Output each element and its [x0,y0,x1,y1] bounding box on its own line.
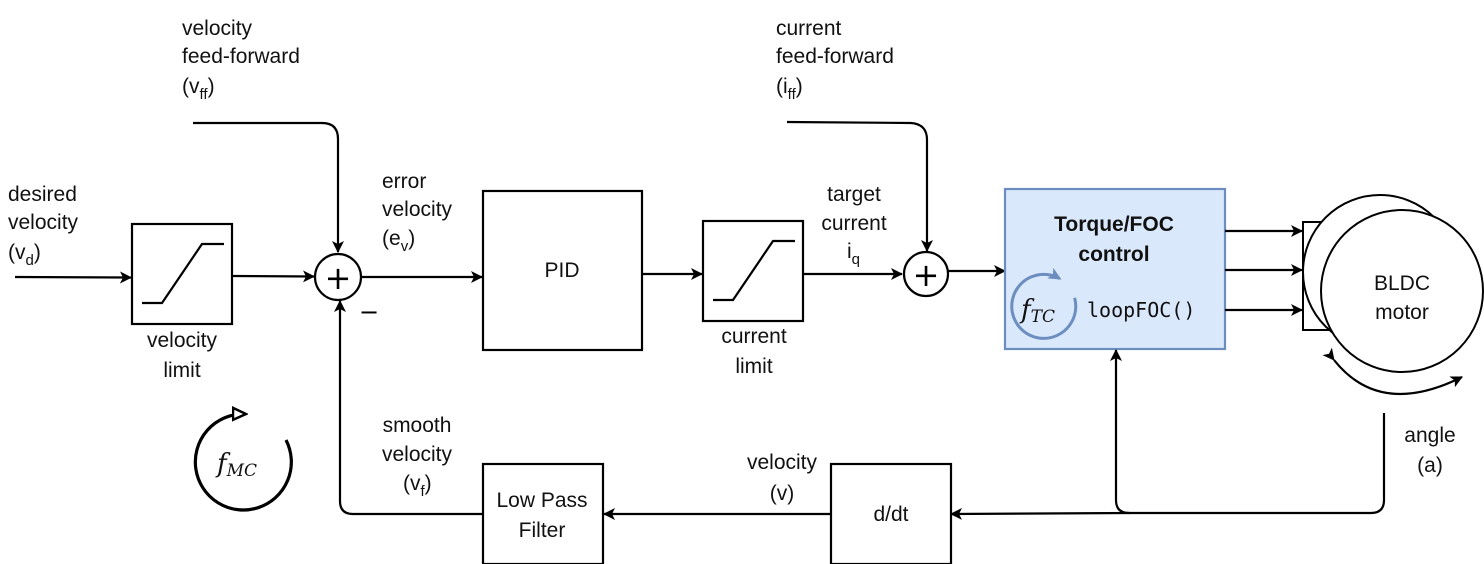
error-velocity-label: error velocity (ev) [382,170,453,255]
desired-velocity-arrow [14,271,132,284]
saturation-icon [142,242,224,305]
torque-foc-block[interactable]: Torque/FOC control fTC loopFOC() [1003,187,1227,351]
svg-text:(vff): (vff) [182,75,215,103]
svg-text:(vd): (vd) [8,241,41,269]
ddt-label: d/dt [873,503,908,526]
current-summing-junction: + [902,250,950,298]
derivative-block[interactable]: d/dt [829,462,953,564]
velocity-feedforward-arrow [193,121,344,253]
svg-text:velocity: velocity [382,443,453,466]
bldc-motor[interactable]: BLDC motor [1302,194,1484,373]
svg-text:velocity: velocity [382,198,453,221]
angle-label: angle (a) [1404,424,1455,477]
svg-text:(a): (a) [1417,454,1443,477]
current-limit-label: current [721,325,787,348]
svg-text:(ev): (ev) [382,227,415,255]
foc-title-2: control [1078,243,1149,266]
pid-block[interactable]: PID [481,189,644,352]
motor-label-2: motor [1375,301,1429,324]
svg-text:(v): (v) [770,482,795,505]
lpf-label: Low Pass [496,489,587,512]
svg-text:velocity: velocity [8,211,79,234]
pid-label: PID [544,259,579,282]
velocity-limit-block[interactable] [130,222,234,326]
plus-sign: + [913,256,940,294]
svg-text:(iff): (iff) [776,75,803,103]
motor-label: BLDC [1374,272,1430,295]
plus-sign: + [325,259,352,297]
current-feedforward-label: current feed-forward (iff) [776,17,894,103]
svg-text:velocity: velocity [747,451,818,474]
velocity-limit-label-2: limit [163,359,200,382]
svg-text:smooth: smooth [383,414,452,437]
angle-to-foc-arrow [1110,349,1386,515]
low-pass-filter-block[interactable]: Low Pass Filter [481,462,605,564]
velocity-summing-junction: + [313,252,363,302]
motion-loop-frequency-icon: fMC [193,414,293,512]
velocity-label: velocity (v) [747,451,818,505]
svg-text:velocity: velocity [182,17,253,40]
svg-text:current: current [821,212,887,235]
foc-title: Torque/FOC [1054,213,1174,236]
svg-text:(vf): (vf) [403,472,432,500]
limit-to-sum-arrow [231,270,315,283]
minus-sign: − [359,298,379,326]
svg-text:iq: iq [847,240,860,268]
feedback-to-sum-arrow [334,300,483,516]
desired-velocity-label: desired velocity (vd) [8,183,79,269]
lpf-label-2: Filter [519,519,566,542]
velocity-limit-label: velocity [147,329,218,352]
svg-text:target: target [827,183,881,206]
velocity-feedforward-label: velocity feed-forward (vff) [182,17,300,103]
loopfoc-code: loopFOC() [1087,298,1195,322]
svg-text:angle: angle [1404,424,1455,447]
target-current-label: target current iq [821,183,887,268]
svg-text:feed-forward: feed-forward [776,45,894,68]
angle-to-ddt-arrow [950,507,1131,520]
current-limit-label-2: limit [735,355,772,378]
svg-text:feed-forward: feed-forward [182,45,300,68]
current-feedforward-arrow [786,120,933,252]
svg-text:error: error [382,170,426,193]
svg-text:desired: desired [8,183,77,206]
current-limit-block[interactable] [701,219,805,323]
saturation-icon [713,239,795,302]
svg-text:current: current [776,17,842,40]
smooth-velocity-label: smooth velocity (vf) [382,414,453,500]
rotation-arrow-icon [1322,347,1463,395]
svg-text:fMC: fMC [215,449,257,481]
